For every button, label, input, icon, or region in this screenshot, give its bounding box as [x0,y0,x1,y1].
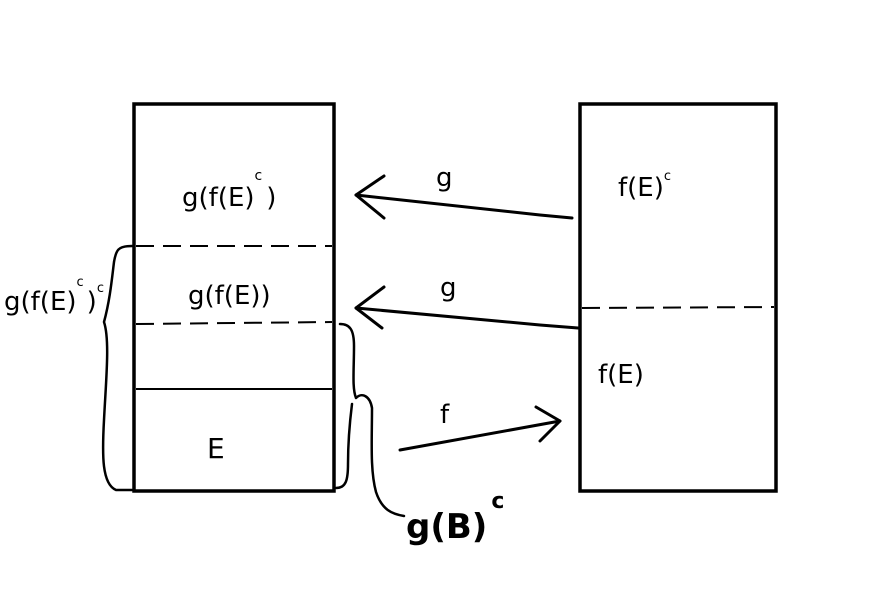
arrow-f [398,419,562,452]
right-bottom-region-label: f(E) [598,360,644,390]
arrow-f-head [534,405,562,443]
arrow-g-mid-head [354,285,386,330]
right-set-box [578,102,778,493]
left-lower-dashed-divider [135,321,333,325]
right-brace-label: g(B)c [406,489,504,547]
arrow-g-top-head [354,174,386,220]
left-set-box [132,102,336,493]
arrow-f-label: f [440,400,450,430]
left-top-region-label: g(f(E)c) [182,168,276,213]
arrow-g-mid-label: g [440,273,457,303]
right-top-region-label: f(E)c [618,169,671,203]
arrow-g-top [354,193,574,220]
right-dashed-divider [581,306,775,309]
left-curly-brace [101,244,134,492]
right-curly-brace-lower [334,402,354,490]
left-mid-region-label: g(f(E)) [188,281,271,311]
left-bottom-region-label: E [207,432,225,465]
arrow-g-top-label: g [436,163,453,193]
arrow-g-mid [354,306,580,330]
right-curly-brace [338,322,406,518]
left-brace-label: g(f(E)c)c [4,275,104,317]
